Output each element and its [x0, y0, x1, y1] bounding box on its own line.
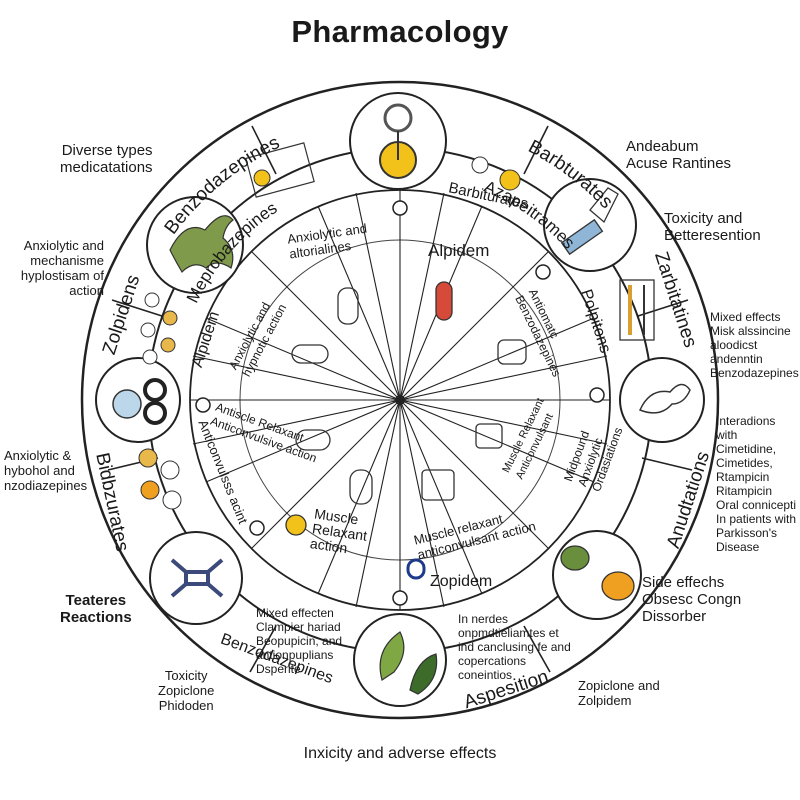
external-mixed-right: Mixed effects Misk alssincine aloodicst … [710, 310, 799, 380]
diagram-caption: Inxicity and adverse effects [303, 745, 497, 762]
leaf-icon [353, 613, 447, 707]
ring-icon [349, 92, 447, 190]
external-teateres: Teateres Reactions [60, 592, 132, 626]
mid-label-polpitons: Polpitons [577, 287, 614, 355]
external-interactions: Interadions with Cimetidine, Cimetides, … [716, 414, 797, 554]
blister-icon [245, 142, 655, 341]
external-toxicity-bottom: Toxicity Zopiclone Phidoden [158, 668, 215, 713]
molecule-icon [95, 357, 181, 443]
external-mixed-bottom: Mixed effecten Clampier hariad Beopupici… [256, 606, 343, 676]
outer-ring [80, 80, 720, 720]
mid-label-alpidem-left: Alpidem [189, 309, 223, 369]
animal-icon [146, 196, 244, 294]
inner-label-zopidem: Zopidem [430, 573, 492, 590]
outer-dividers [107, 125, 693, 673]
external-side-effects: Side effechs Obsesc Congn Dissorber [642, 574, 742, 625]
external-anxiolytic-mechanism: Anxiolytic and mechanisme hyplostisam of… [20, 238, 104, 298]
external-anxiolytic-hybohol: Anxiolytic & hybohol and nzodiazepines [4, 448, 88, 493]
external-zopiclone: Zopiclone and Zolpidem [578, 678, 660, 708]
inner-label-muscle-relaxant-bottom: Muscle Relaxant action [309, 505, 369, 557]
external-diverse: Diverse types medicatations [60, 142, 153, 176]
external-in-nerdes: In nerdes onpmdtieliamtes et ind canclus… [458, 612, 571, 682]
ring-nodes [195, 200, 605, 606]
dropper-icon [619, 357, 705, 443]
syringe-icon [543, 178, 637, 272]
tablet-icon [149, 531, 243, 625]
center-hub [395, 395, 405, 405]
inner-label-alpidem: Alpidem [428, 241, 489, 260]
pill-icon [138, 292, 182, 510]
ring-label-zarbitatines: Zarbitatines [650, 249, 701, 350]
external-toxicity-top: Toxicity and Betteresention [664, 210, 761, 244]
capsule-icon [552, 530, 642, 620]
diagram-title: Pharmacology [291, 14, 509, 49]
external-andeabum: Andeabum Acuse Rantines [626, 138, 732, 172]
ring-label-zolpidens: Zolpidens [99, 272, 144, 357]
inner-pictograms [285, 281, 527, 580]
